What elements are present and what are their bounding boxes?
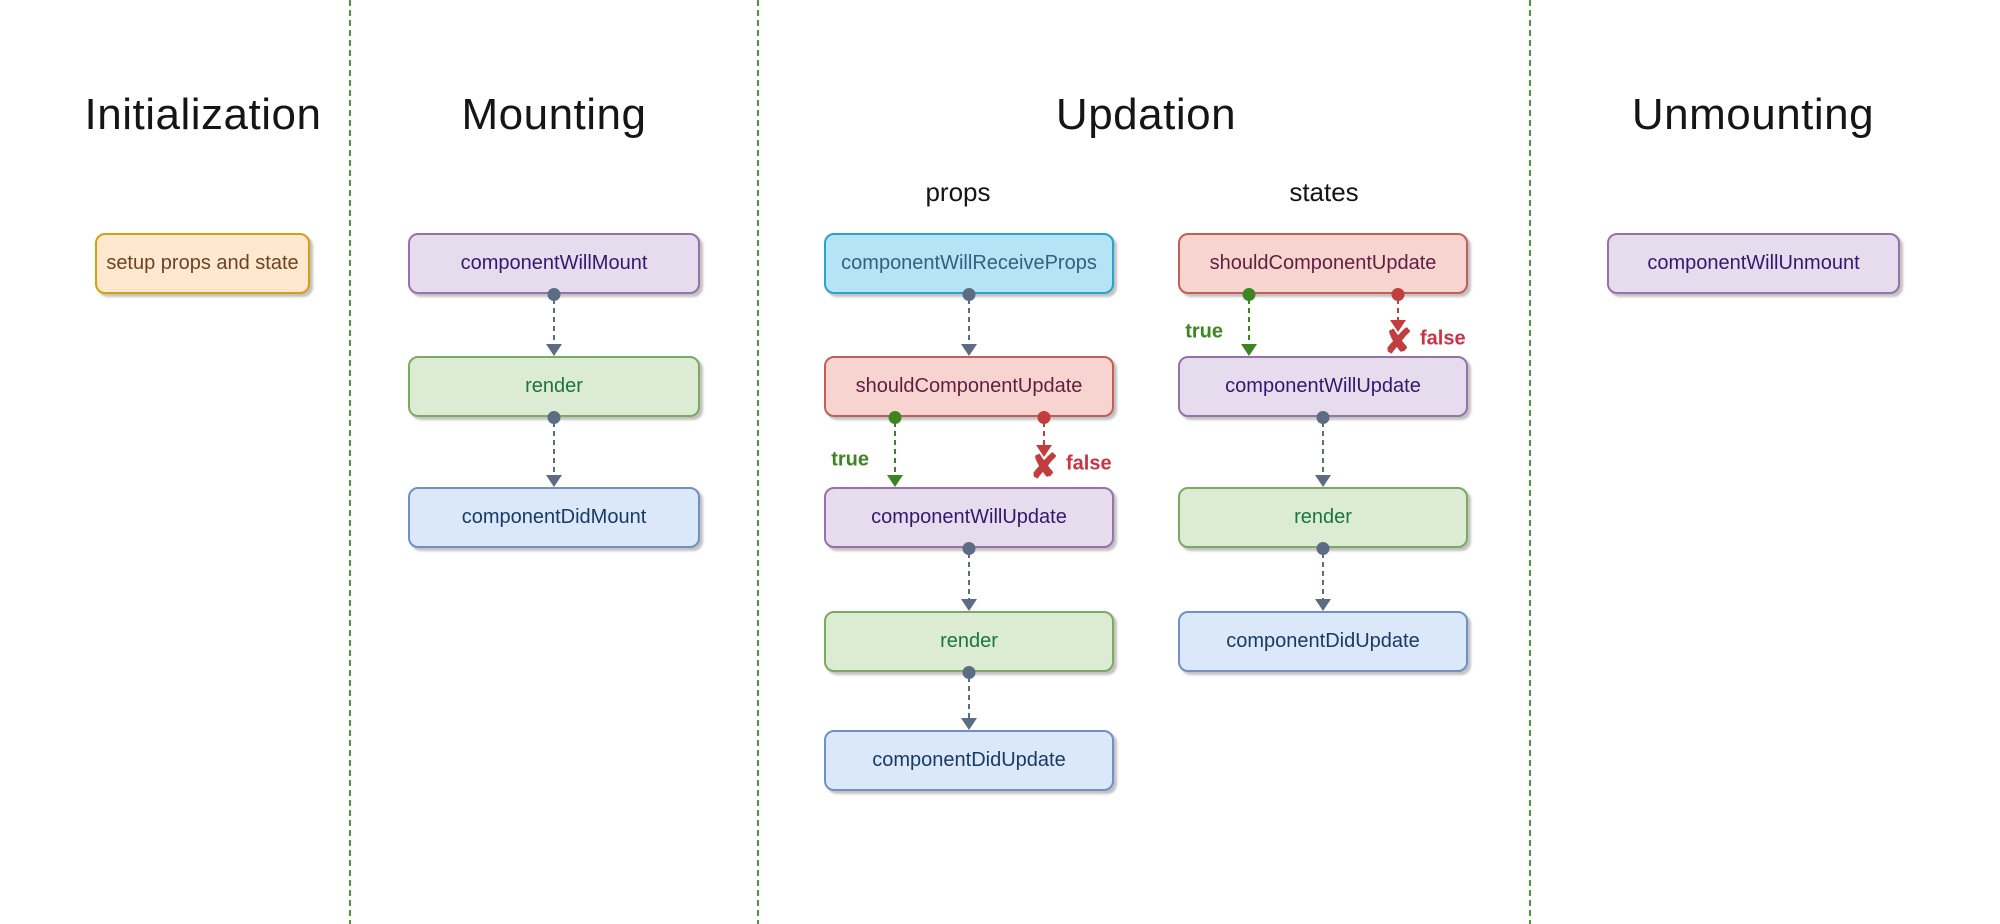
true-branch-connector-props: true — [831, 411, 903, 487]
flow-source-dot — [1316, 411, 1330, 424]
node-label: componentDidMount — [461, 506, 647, 528]
arrowhead-icon — [961, 344, 977, 356]
flow-connector-receiveprops-to-shouldupdate — [961, 288, 977, 356]
flow-dashed-line — [1322, 422, 1324, 477]
node-component-did-update-states: componentDidUpdate — [1178, 611, 1468, 672]
false-source-dot — [1037, 411, 1051, 424]
flow-dashed-line — [968, 553, 970, 601]
separator-initialization-mounting — [349, 0, 351, 924]
flow-dashed-line — [1322, 553, 1324, 601]
separator-mounting-updation — [757, 0, 759, 924]
false-branch-connector-states: ✘ false — [1384, 288, 1466, 359]
node-label: componentWillReceiveProps — [841, 252, 1097, 274]
false-source-dot — [1391, 288, 1405, 301]
node-label: shouldComponentUpdate — [1209, 252, 1437, 274]
flow-connector-willupdate-to-render-props — [961, 542, 977, 611]
separator-updation-unmounting — [1529, 0, 1531, 924]
arrowhead-icon — [1036, 445, 1052, 457]
arrowhead-icon — [887, 475, 903, 487]
node-label: componentWillUpdate — [1225, 375, 1421, 397]
node-component-will-update-states: componentWillUpdate — [1178, 356, 1468, 417]
true-branch-label: true — [1185, 320, 1223, 343]
arrowhead-icon — [1315, 599, 1331, 611]
flow-connector-willmount-to-render — [546, 288, 562, 356]
arrowhead-icon — [961, 718, 977, 730]
section-title-initialization: Initialization — [84, 90, 322, 139]
node-component-did-update-props: componentDidUpdate — [824, 730, 1114, 791]
node-label: setup props and state — [106, 252, 299, 274]
node-label: componentDidUpdate — [1226, 630, 1420, 652]
section-title-unmounting: Unmounting — [1631, 90, 1875, 139]
section-title-mounting: Mounting — [461, 90, 647, 139]
arrowhead-icon — [1390, 320, 1406, 332]
node-label: render — [940, 630, 998, 652]
false-dashed-line — [1043, 422, 1045, 447]
true-dashed-line — [1248, 299, 1250, 346]
flow-dashed-line — [968, 677, 970, 720]
node-label: shouldComponentUpdate — [855, 375, 1083, 397]
flow-connector-render-to-didmount — [546, 411, 562, 487]
node-render-states: render — [1178, 487, 1468, 548]
flow-source-dot — [547, 288, 561, 301]
flow-connector-willupdate-to-render-states — [1315, 411, 1331, 487]
false-dashed-line — [1397, 299, 1399, 322]
node-label: componentWillUnmount — [1647, 252, 1860, 274]
true-branch-label: true — [831, 448, 869, 471]
node-component-will-unmount: componentWillUnmount — [1607, 233, 1900, 294]
node-label: render — [1294, 506, 1352, 528]
node-setup-props-and-state: setup props and state — [95, 233, 310, 294]
node-render-mounting: render — [408, 356, 700, 417]
node-component-will-receive-props: componentWillReceiveProps — [824, 233, 1114, 294]
false-x-icon: ✘ — [1029, 448, 1059, 486]
node-component-will-mount: componentWillMount — [408, 233, 700, 294]
false-x-icon: ✘ — [1383, 323, 1413, 361]
column-header-states: states — [1289, 177, 1359, 207]
flow-dashed-line — [968, 299, 970, 346]
true-dashed-line — [894, 422, 896, 477]
node-render-props: render — [824, 611, 1114, 672]
node-label: render — [525, 375, 583, 397]
arrowhead-icon — [546, 344, 562, 356]
flow-source-dot — [1316, 542, 1330, 555]
true-source-dot — [888, 411, 902, 424]
flow-source-dot — [962, 542, 976, 555]
flow-source-dot — [547, 411, 561, 424]
arrowhead-icon — [546, 475, 562, 487]
node-component-will-update-props: componentWillUpdate — [824, 487, 1114, 548]
false-branch-connector-props: ✘ false — [1030, 411, 1112, 484]
node-component-did-mount: componentDidMount — [408, 487, 700, 548]
node-label: componentDidUpdate — [872, 749, 1066, 771]
flow-dashed-line — [553, 299, 555, 346]
arrowhead-icon — [1315, 475, 1331, 487]
flow-connector-render-to-didupdate-props — [961, 666, 977, 730]
flow-source-dot — [962, 288, 976, 301]
flow-dashed-line — [553, 422, 555, 477]
column-header-props: props — [925, 177, 991, 207]
arrowhead-icon — [1241, 344, 1257, 356]
true-source-dot — [1242, 288, 1256, 301]
node-should-component-update-states: shouldComponentUpdate — [1178, 233, 1468, 294]
flow-connector-render-to-didupdate-states — [1315, 542, 1331, 611]
arrowhead-icon — [961, 599, 977, 611]
false-branch-label: false — [1066, 452, 1112, 475]
node-should-component-update-props: shouldComponentUpdate — [824, 356, 1114, 417]
node-label: componentWillUpdate — [871, 506, 1067, 528]
false-branch-label: false — [1420, 327, 1466, 350]
true-branch-connector-states: true — [1185, 288, 1257, 356]
node-label: componentWillMount — [460, 252, 648, 274]
flow-source-dot — [962, 666, 976, 679]
section-title-updation: Updation — [1055, 90, 1237, 139]
